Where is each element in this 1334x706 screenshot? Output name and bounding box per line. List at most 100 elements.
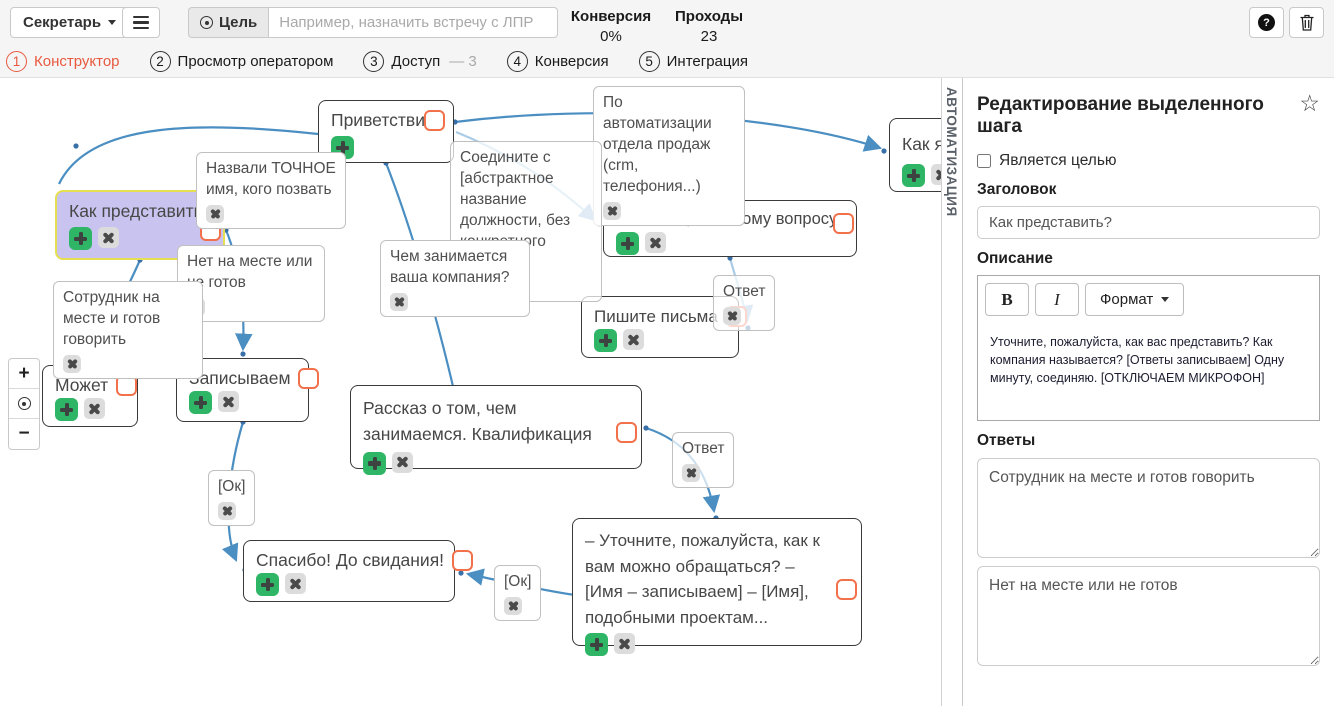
help-button[interactable]: ? [1249, 7, 1284, 38]
star-icon[interactable]: ☆ [1299, 90, 1320, 116]
plus-icon[interactable] [585, 633, 608, 656]
step-title-input[interactable] [977, 206, 1320, 239]
tab-conversion[interactable]: 4 Конверсия [506, 51, 609, 72]
remove-icon[interactable] [682, 463, 700, 482]
remove-icon[interactable] [285, 573, 306, 594]
plus-icon[interactable] [55, 398, 78, 421]
edge-label-ok-1[interactable]: [Ок] [208, 470, 256, 526]
goal-button-label: Цель [219, 14, 258, 31]
is-goal-checkbox[interactable] [977, 154, 991, 168]
remove-icon[interactable] [63, 354, 81, 373]
edge-label-company[interactable]: Чем занимается ваша компания? [380, 240, 530, 317]
goal-input-group: Цель [188, 7, 559, 38]
tab-constructor[interactable]: 1 Конструктор [6, 51, 120, 72]
node-goodbye[interactable]: Спасибо! До свидания! [243, 540, 474, 602]
description-editor: B I Формат Уточните, пожалуйста, как вас… [977, 275, 1320, 421]
plus-icon[interactable] [902, 164, 925, 187]
tab-integration[interactable]: 5 Интеграция [638, 51, 748, 72]
header-field-label: Заголовок [977, 181, 1057, 198]
menu-icon [133, 15, 149, 19]
is-goal-label: Является целью [999, 152, 1117, 169]
italic-button[interactable]: I [1035, 283, 1079, 316]
edge-label-exact-name[interactable]: Назвали ТОЧНОЕ имя, кого позвать [196, 152, 346, 229]
editor-toolbar: B I Формат [978, 276, 1319, 323]
answers-label: Ответы [977, 432, 1036, 449]
access-count: — 3 [449, 53, 477, 70]
menu-button[interactable] [122, 7, 160, 38]
remove-icon[interactable] [723, 306, 741, 325]
edge-label-automation[interactable]: По автоматизации отдела продаж (crm, тел… [593, 86, 745, 226]
step-editor-panel: Редактирование выделенного шага ☆ Являет… [962, 78, 1334, 706]
edge-label-answer-1[interactable]: Ответ [713, 275, 776, 331]
description-field-label: Описание [977, 250, 1053, 267]
plus-icon[interactable] [594, 329, 617, 352]
trash-icon [1299, 14, 1314, 31]
conversion-stat: Конверсия 0% [566, 8, 656, 45]
plus-icon[interactable] [256, 573, 279, 596]
remove-icon[interactable] [390, 292, 408, 311]
delete-script-button[interactable] [1289, 7, 1324, 38]
node-write-letters[interactable]: Пишите письма [581, 296, 747, 358]
passes-label: Проходы [675, 8, 743, 25]
description-text[interactable]: Уточните, пожалуйста, как вас представит… [990, 335, 1285, 386]
remove-icon[interactable] [218, 501, 236, 520]
target-icon [17, 397, 31, 410]
goal-checkbox[interactable] [424, 110, 445, 131]
node-kak-ya[interactable]: Как я [889, 118, 941, 192]
caret-down-icon [108, 20, 117, 25]
goal-checkbox[interactable] [833, 213, 854, 234]
target-icon [200, 16, 213, 29]
passes-value: 23 [700, 28, 718, 45]
goal-input[interactable] [268, 7, 559, 38]
tab-access[interactable]: 3 Доступ — 3 [363, 51, 477, 72]
conversion-label: Конверсия [570, 8, 652, 25]
format-dropdown[interactable]: Формат [1085, 283, 1185, 316]
plus-icon[interactable] [616, 232, 639, 255]
remove-icon[interactable] [98, 227, 119, 248]
remove-icon[interactable] [645, 232, 666, 253]
tab-operator-view[interactable]: 2 Просмотр оператором [149, 51, 333, 72]
answer-textarea-1[interactable]: Сотрудник на месте и готов говорить [977, 458, 1320, 558]
remove-icon[interactable] [614, 633, 635, 654]
script-select-button[interactable]: Секретарь [10, 7, 130, 38]
script-select-label: Секретарь [23, 14, 102, 31]
edge-label-ready[interactable]: Сотрудник на месте и готов говорить [53, 281, 203, 379]
goal-checkbox[interactable] [836, 579, 857, 600]
remove-icon[interactable] [84, 398, 105, 419]
goal-button[interactable]: Цель [188, 7, 269, 38]
edge-label-ok-2[interactable]: [Ок] [494, 565, 542, 621]
remove-icon[interactable] [504, 596, 522, 615]
goal-checkbox[interactable] [616, 422, 637, 443]
remove-icon[interactable] [206, 204, 224, 223]
goal-checkbox[interactable] [452, 550, 474, 571]
remove-icon[interactable] [603, 201, 621, 220]
panel-title: Редактирование выделенного шага [977, 94, 1264, 137]
zoom-in-button[interactable]: + [9, 359, 39, 389]
conversion-value: 0% [600, 28, 622, 45]
passes-stat: Проходы 23 [664, 8, 754, 45]
top-toolbar: Секретарь Цель Конверсия 0% Проходы 23 ?… [0, 0, 1334, 78]
answer-textarea-2[interactable]: Нет на месте или не готов [977, 566, 1320, 666]
remove-icon[interactable] [218, 391, 239, 412]
plus-icon[interactable] [69, 227, 92, 250]
wizard-steps: 1 Конструктор 2 Просмотр оператором 3 До… [0, 45, 1334, 78]
caret-down-icon [1161, 297, 1170, 302]
plus-icon[interactable] [363, 451, 386, 475]
zoom-out-button[interactable]: − [18, 423, 30, 444]
node-rasskaz[interactable]: Рассказ о том, чем занимаемся. Квалифика… [350, 385, 642, 475]
automation-tab-label: АВТОМАТИЗАЦИЯ [944, 87, 959, 217]
help-icon: ? [1258, 14, 1275, 31]
plus-icon[interactable] [189, 391, 212, 414]
automation-tab[interactable]: АВТОМАТИЗАЦИЯ [941, 78, 962, 706]
goal-checkbox[interactable] [298, 368, 320, 389]
remove-icon[interactable] [623, 329, 644, 350]
zoom-controls: + − [8, 358, 40, 450]
zoom-fit-button[interactable] [9, 389, 39, 419]
is-goal-checkbox-row: Является целью [977, 152, 1320, 170]
remove-icon[interactable] [931, 164, 941, 185]
bold-button[interactable]: B [985, 283, 1029, 316]
flow-canvas[interactable]: Приветствие Как я Уточните, по какому во… [0, 78, 941, 706]
node-ask-name[interactable]: – Уточните, пожалуйста, как к вам можно … [572, 518, 862, 656]
edge-label-answer-2[interactable]: Ответ [672, 432, 735, 488]
remove-icon[interactable] [392, 451, 413, 473]
